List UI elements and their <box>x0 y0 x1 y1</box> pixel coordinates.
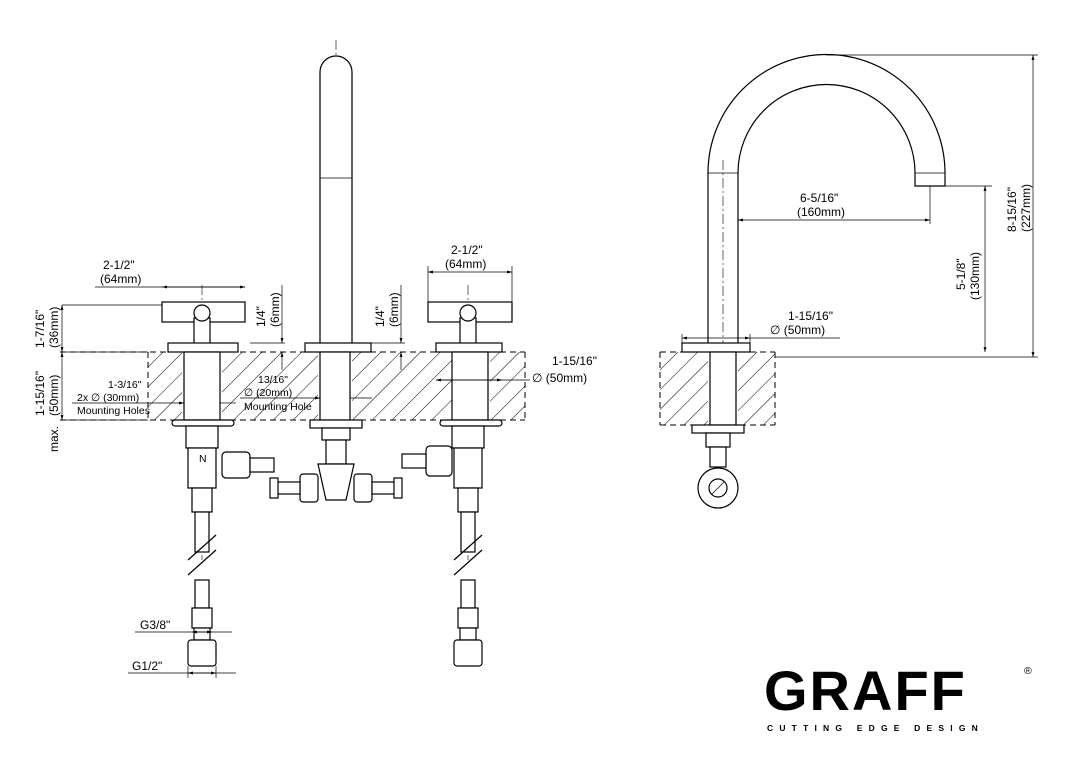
front-view: N <box>33 40 597 678</box>
svg-text:5-1/8": 5-1/8" <box>954 258 968 290</box>
svg-text:13/16": 13/16" <box>258 374 288 386</box>
side-spout <box>681 53 946 509</box>
dim-plate-left: 1/4" (6mm) <box>250 285 285 370</box>
svg-text:2-1/2": 2-1/2" <box>103 258 135 272</box>
svg-text:1-7/16": 1-7/16" <box>33 310 47 348</box>
svg-text:1-15/16": 1-15/16" <box>552 354 597 368</box>
svg-text:∅ (50mm): ∅ (50mm) <box>770 323 825 337</box>
svg-text:Mounting Hole: Mounting Hole <box>244 401 312 413</box>
dim-right-handle-width: 2-1/2" (64mm) <box>427 243 513 302</box>
svg-text:max.: max. <box>47 426 61 452</box>
svg-text:(160mm): (160mm) <box>797 205 845 219</box>
svg-text:1-15/16": 1-15/16" <box>788 309 833 323</box>
dim-base-dia: 1-15/16" ∅ (50mm) <box>681 309 840 343</box>
svg-text:1-3/16": 1-3/16" <box>108 379 142 391</box>
svg-text:2-1/2": 2-1/2" <box>451 243 483 257</box>
svg-text:(64mm): (64mm) <box>445 257 486 271</box>
svg-text:∅ (50mm): ∅ (50mm) <box>532 371 587 385</box>
svg-text:(36mm): (36mm) <box>47 307 61 348</box>
svg-text:6-5/16": 6-5/16" <box>800 191 838 205</box>
svg-text:(227mm): (227mm) <box>1019 184 1033 232</box>
dim-left-handle-width: 2-1/2" (64mm) <box>95 258 245 289</box>
valve-mark: N <box>199 453 207 465</box>
svg-text:(6mm): (6mm) <box>387 292 401 327</box>
svg-text:(50mm): (50mm) <box>47 375 61 416</box>
svg-text:(130mm): (130mm) <box>968 252 982 300</box>
svg-text:CUTTING EDGE DESIGN: CUTTING EDGE DESIGN <box>767 723 984 733</box>
side-view: 6-5/16" (160mm) 5-1/8" (130mm) 8-15/16" … <box>659 53 1038 509</box>
svg-text:G3/8": G3/8" <box>140 618 170 632</box>
svg-text:∅ (20mm): ∅ (20mm) <box>244 387 292 399</box>
svg-text:1/4": 1/4" <box>254 306 268 327</box>
svg-text:1/4": 1/4" <box>373 306 387 327</box>
right-handle <box>401 285 513 667</box>
svg-text:2x ∅ (30mm): 2x ∅ (30mm) <box>77 392 139 404</box>
svg-text:8-15/16": 8-15/16" <box>1005 187 1019 232</box>
dim-handle-height: 1-7/16" (36mm) <box>33 304 162 353</box>
spout <box>269 40 403 503</box>
svg-text:1-15/16": 1-15/16" <box>33 371 47 416</box>
dim-spout-clearance: 5-1/8" (130mm) <box>945 185 992 352</box>
svg-text:G1/2": G1/2" <box>132 659 162 673</box>
graff-logo: GRAFF ® CUTTING EDGE DESIGN <box>764 659 1032 733</box>
svg-text:®: ® <box>1024 665 1032 677</box>
dim-total-height: 8-15/16" (227mm) <box>775 54 1038 358</box>
svg-text:(6mm): (6mm) <box>268 292 282 327</box>
dim-spout-hole: 13/16" ∅ (20mm) Mounting Hole <box>240 374 372 413</box>
dim-escutcheon: 1-15/16" ∅ (50mm) <box>436 354 597 385</box>
dim-deck-thickness: 1-15/16" (50mm) max. <box>33 352 148 452</box>
dim-plate-right: 1/4" (6mm) <box>371 285 405 370</box>
dim-reach: 6-5/16" (160mm) <box>738 186 931 224</box>
svg-text:(64mm): (64mm) <box>100 272 141 286</box>
svg-text:GRAFF: GRAFF <box>764 659 967 722</box>
dim-handle-holes: 1-3/16" 2x ∅ (30mm) Mounting Holes <box>72 379 236 417</box>
left-handle: N <box>161 285 275 667</box>
svg-text:Mounting Holes: Mounting Holes <box>77 405 150 417</box>
dim-threads: G3/8" G1/2" <box>128 618 236 678</box>
